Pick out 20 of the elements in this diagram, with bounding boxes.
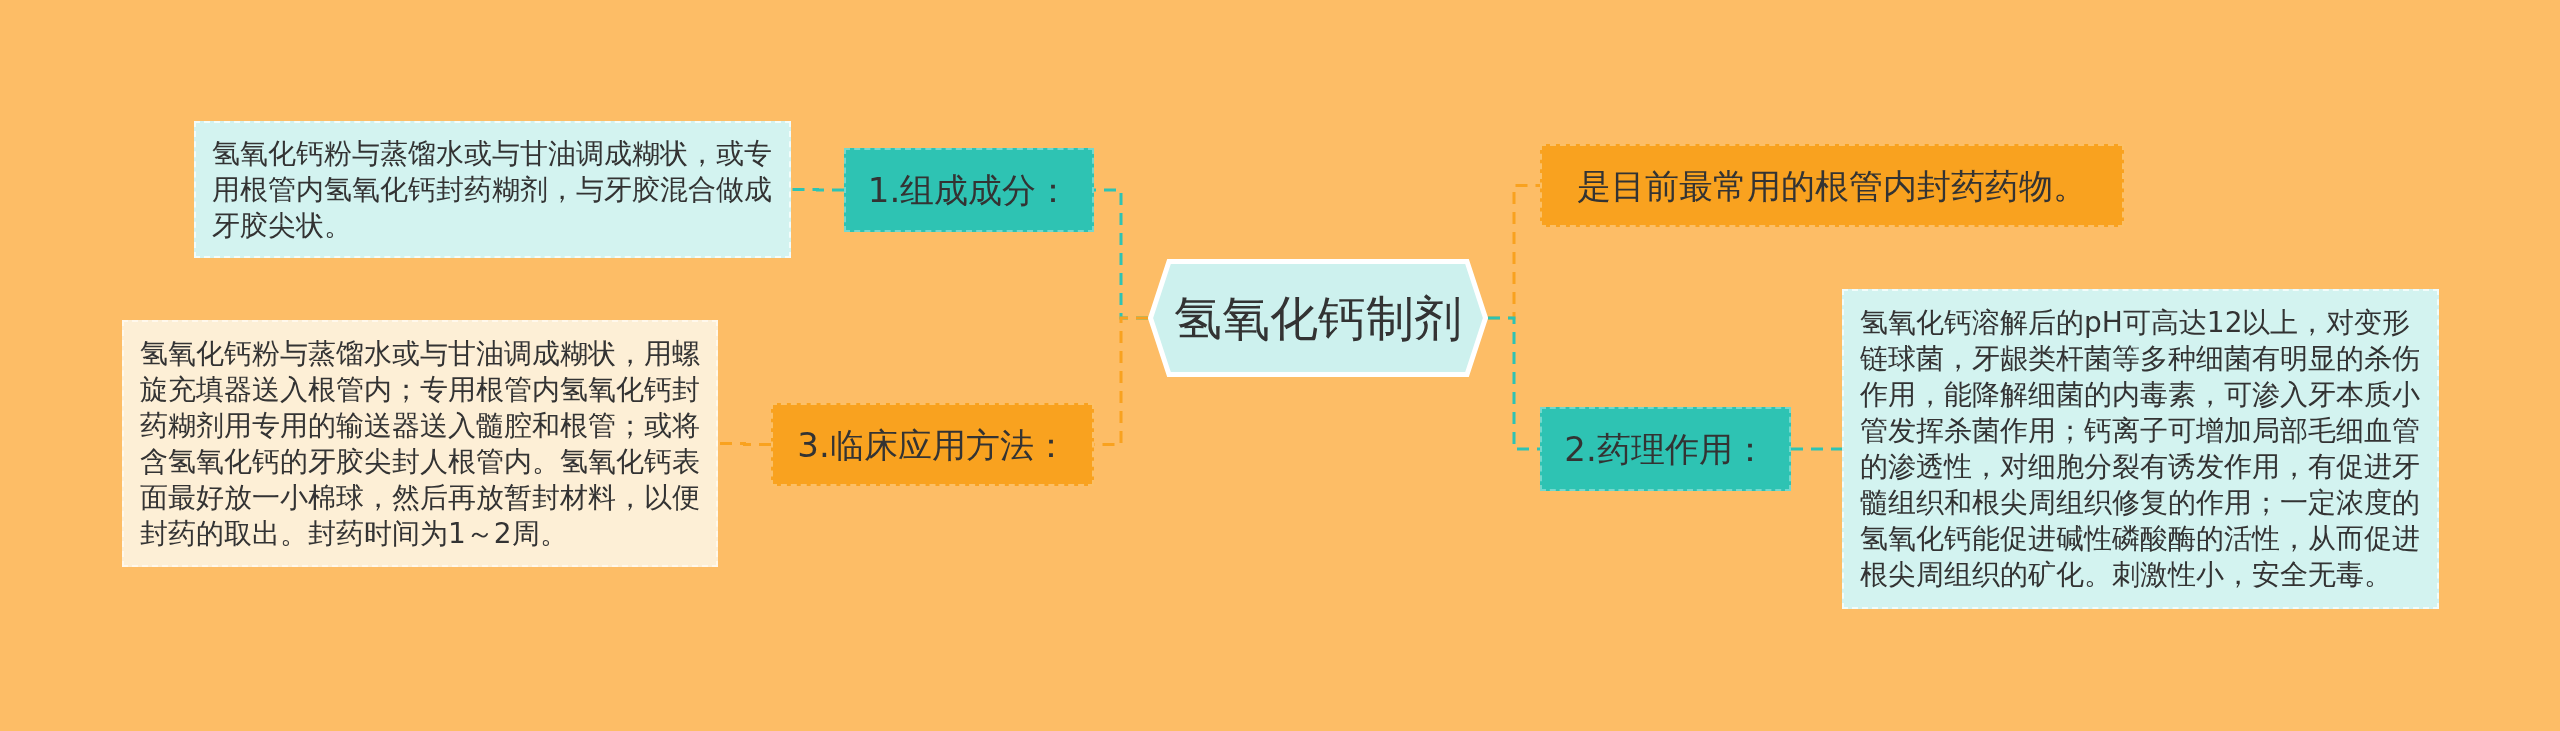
branch-box [1540,144,2124,227]
topic-title: 氢氧化钙制剂 [1174,290,1462,346]
branch-label: 1.组成成分： [867,169,1071,211]
connector-line [718,442,771,446]
note-box [122,320,718,567]
branch-box [1540,407,1791,491]
branch-label: 2.药理作用： [1564,428,1767,470]
note-box [194,121,791,258]
branch-box [844,148,1094,232]
branch-label: 3.临床应用方法： [797,423,1068,466]
branch-label: 是目前最常用的根管内封药药物。 [1577,164,2087,207]
connector-line [1791,447,1842,451]
note-text: 氢氧化钙粉与蒸馏水或与甘油调成糊状，用螺旋充填器送入根管内；专用根管内氢氧化钙封药糊剂用专用的输送器送入髓腔和根管；或将含氢氧化钙的牙胶尖封人根管内。氢氧化钙表面最好放一小棉球，然后再放暂封材料，以便封药的取出。封药时间为1～2周。 [140,335,700,552]
note-text: 氢氧化钙粉与蒸馏水或与甘油调成糊状，或专用根管内氢氧化钙封药糊剂，与牙胶混合做成牙胶尖状。 [212,135,773,244]
note-text: 氢氧化钙溶解后的pH可高达12以上，对变形链球菌，牙龈类杆菌等多种细菌有明显的杀伤作用，能降解细菌的内毒素，可渗入牙本质小管发挥杀菌作用；钙离子可增加局部毛细血管的渗透性，对细胞分裂有诱发作用，有促进牙髓组织和根尖周组织修复的作用；一定浓度的氢氧化钙能促进碱性磷酸酶的活性，从而促进根尖周组织的矿化。刺激性小，安全无毒。 [1860,305,2421,593]
note-box [1842,289,2439,609]
branch-box [771,403,1094,486]
connector-line [1488,316,1540,451]
topic-hexagon [1148,259,1488,377]
connector-line [791,188,844,192]
